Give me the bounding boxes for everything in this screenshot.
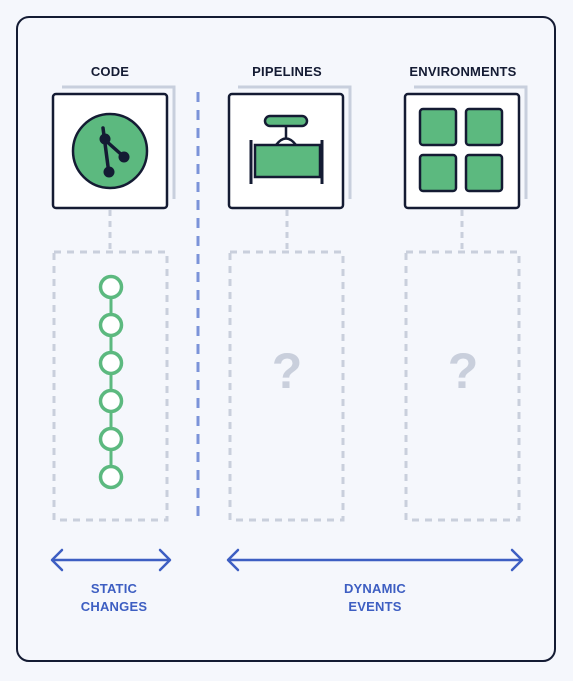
commit-chain bbox=[98, 274, 124, 490]
static-label-line2: CHANGES bbox=[81, 599, 148, 614]
grid-squares-icon bbox=[418, 107, 504, 193]
code-box bbox=[51, 85, 176, 210]
commit-node bbox=[98, 350, 124, 376]
environments-unknown-panel bbox=[404, 250, 521, 522]
git-branch-icon bbox=[71, 112, 149, 190]
static-label-line1: STATIC bbox=[91, 581, 138, 596]
dynamic-arrow bbox=[226, 548, 524, 572]
static-arrow bbox=[50, 548, 172, 572]
commit-node bbox=[98, 388, 124, 414]
pipelines-box-shadow bbox=[238, 85, 352, 199]
commit-node bbox=[98, 312, 124, 338]
environments-box bbox=[403, 85, 528, 210]
environments-title: ENVIRONMENTS bbox=[409, 64, 516, 79]
code-title: CODE bbox=[91, 64, 129, 79]
environments-unknown-mark: ? bbox=[448, 343, 479, 399]
environments-box-shadow bbox=[414, 85, 528, 199]
commit-node bbox=[98, 464, 124, 490]
code-box-shadow bbox=[62, 85, 176, 199]
code-history-panel bbox=[52, 250, 169, 522]
pipelines-unknown-mark: ? bbox=[272, 343, 303, 399]
pipeline-valve-icon bbox=[249, 114, 324, 184]
dynamic-label-line2: EVENTS bbox=[348, 599, 401, 614]
commit-node bbox=[98, 274, 124, 300]
commit-node bbox=[98, 426, 124, 452]
pipelines-title: PIPELINES bbox=[252, 64, 322, 79]
pipelines-unknown-panel bbox=[228, 250, 345, 522]
pipelines-box bbox=[227, 85, 352, 210]
dynamic-label-line1: DYNAMIC bbox=[344, 581, 406, 596]
